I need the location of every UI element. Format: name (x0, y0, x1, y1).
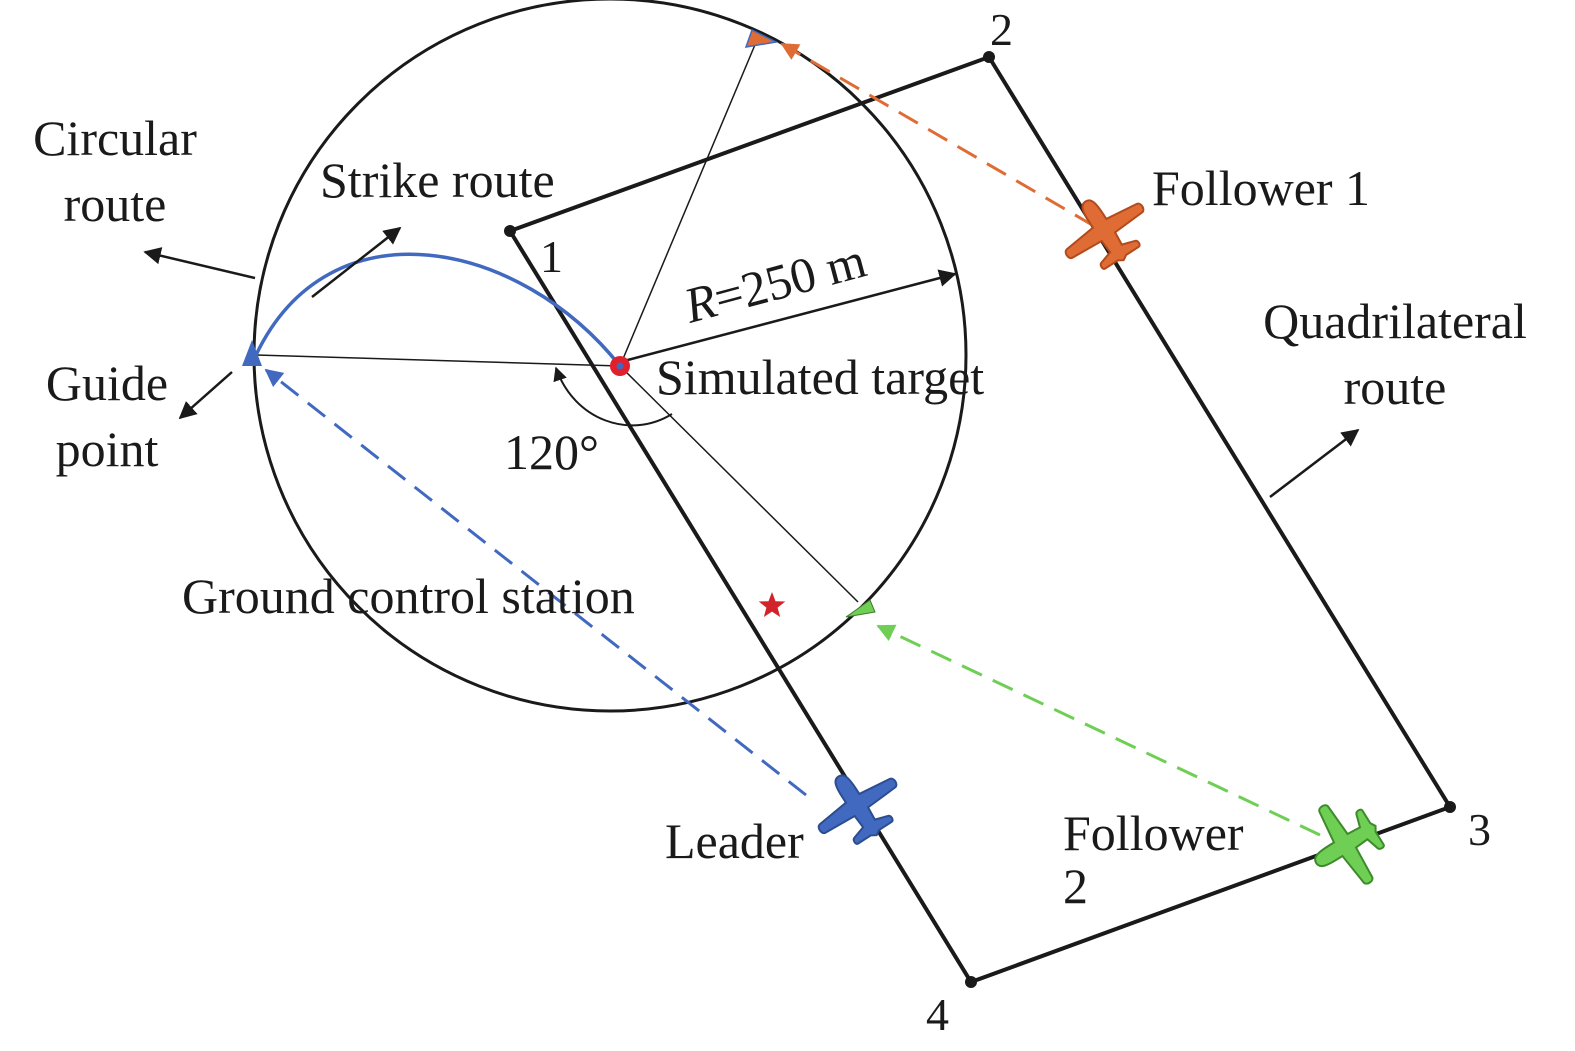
leader-label: Leader (665, 813, 804, 869)
follower2-guidance-line (876, 624, 1321, 837)
leader-airplane-icon (799, 750, 916, 861)
simulated-target-center (616, 362, 624, 370)
waypoint-4-dot (965, 976, 977, 988)
waypoint-1-label: 1 (540, 231, 563, 282)
follower1-airplane-icon (1046, 175, 1163, 286)
guide-point-label-line2: point (56, 421, 159, 477)
radial-line-guide (255, 354, 621, 367)
angle-arc (553, 366, 673, 427)
quadrilateral-route-label-line1: Quadrilateral (1263, 293, 1527, 349)
waypoint-2-dot (983, 51, 995, 63)
leader-guidance-line (264, 368, 807, 797)
radius-value: =250 m (708, 232, 872, 326)
follower2-airplane-icon (1291, 786, 1401, 903)
waypoint-4-label: 4 (926, 989, 949, 1040)
quadrilateral-route-label-line2: route (1344, 359, 1447, 415)
guide-point-pointer (178, 371, 233, 420)
ground-control-station-label: Ground control station (182, 568, 635, 624)
strike-route (254, 252, 622, 368)
guide-point-marker (242, 340, 262, 366)
strike-route-pointer (311, 226, 402, 298)
waypoint-3-label: 3 (1468, 804, 1491, 855)
circular-route-pointer (143, 247, 256, 280)
radial-line-follower1 (619, 39, 758, 367)
follower2-target-marker (845, 599, 876, 618)
quadrilateral-route-pointer (1269, 428, 1360, 498)
circular-route-label-line2: route (64, 176, 167, 232)
waypoint-3-dot (1444, 801, 1456, 813)
circular-route-label-line1: Circular (33, 110, 197, 166)
simulated-target-label: Simulated target (656, 349, 984, 405)
radius-label: R=250 m (677, 232, 871, 334)
radial-line-follower2 (619, 365, 859, 603)
follower-2-label-line2: 2 (1063, 858, 1088, 914)
angle-label: 120° (504, 424, 599, 480)
follower1-guidance-line (780, 42, 1095, 228)
strike-route-label: Strike route (320, 152, 555, 208)
follower-1-label: Follower 1 (1152, 160, 1370, 216)
ground-station-star-icon (758, 592, 786, 617)
follower1-target-marker (744, 28, 779, 48)
follower-2-label-line1: Follower (1063, 805, 1244, 861)
waypoint-1-dot (504, 225, 516, 237)
radius-dimension-arrow (619, 269, 957, 364)
waypoint-2-label: 2 (990, 4, 1013, 55)
guide-point-label-line1: Guide (46, 355, 168, 411)
